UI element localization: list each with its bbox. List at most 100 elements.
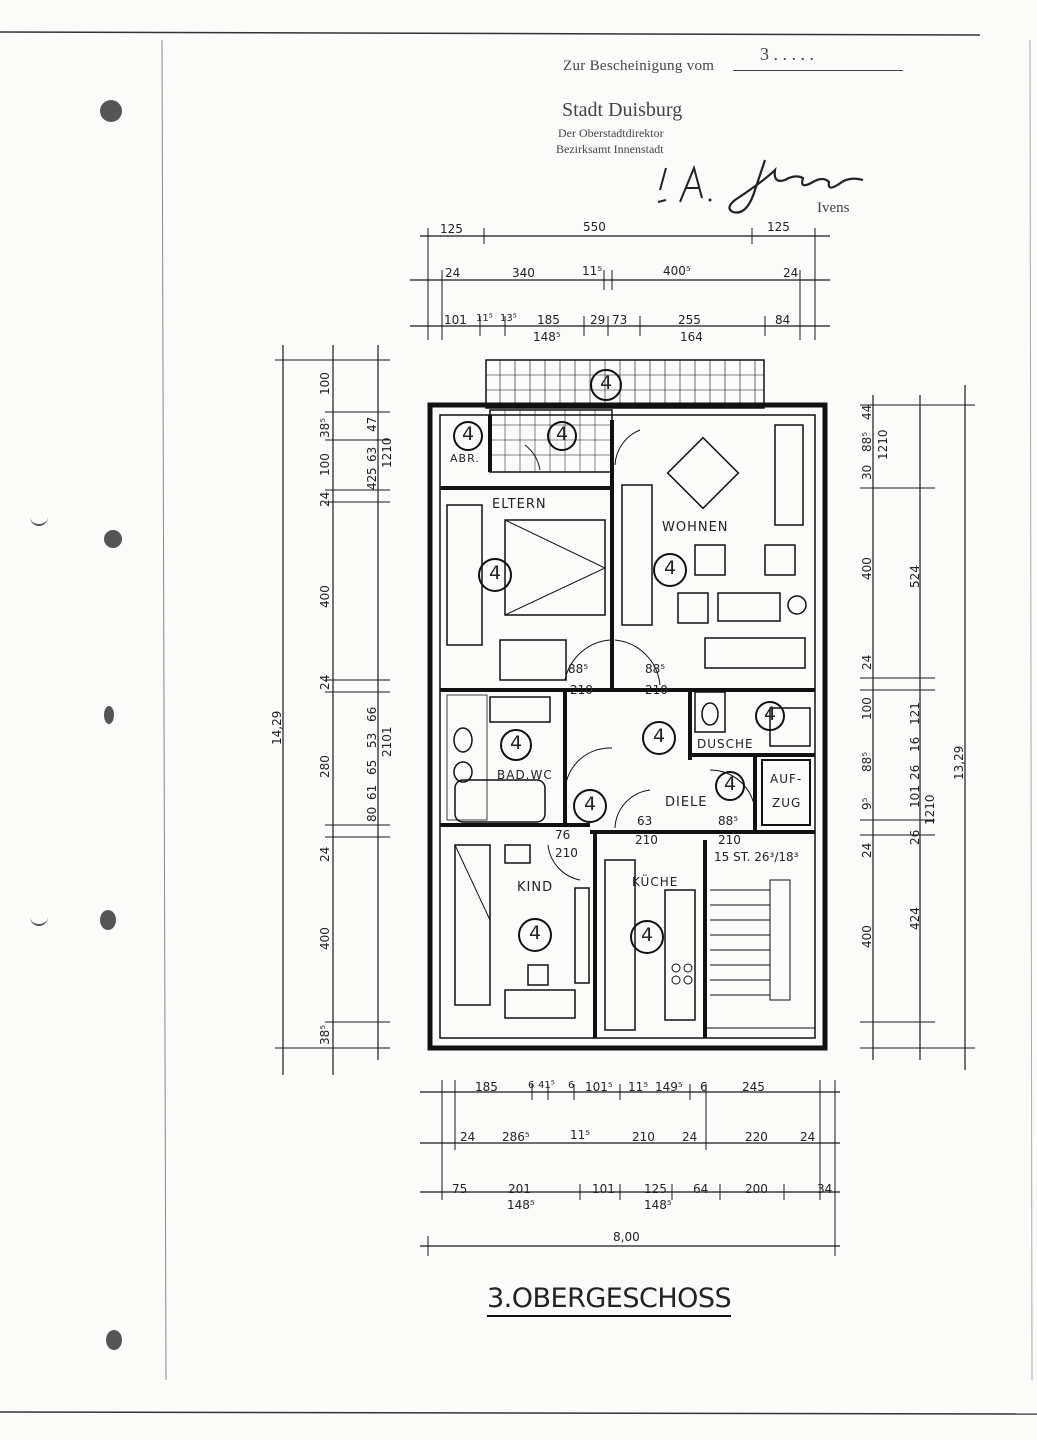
right-dim: 400 bbox=[860, 557, 874, 580]
room-label-aufzug: AUF- bbox=[770, 772, 803, 786]
unit-mark: 4 bbox=[509, 732, 523, 754]
approval-line bbox=[733, 70, 903, 71]
stamp-office: Der Oberstadtdirektor bbox=[558, 126, 664, 140]
left-dim: 400 bbox=[318, 927, 332, 950]
unit-mark: 4 bbox=[555, 423, 569, 445]
top-dim: 340 bbox=[512, 266, 535, 280]
door-dim: 76 bbox=[555, 828, 571, 842]
bottom-dim: 210 bbox=[632, 1130, 655, 1144]
right-dim: 88⁵ bbox=[860, 431, 874, 452]
bottom-dim: 75 bbox=[452, 1182, 468, 1196]
unit-mark: 4 bbox=[723, 773, 737, 795]
left-dim: 66 bbox=[365, 706, 379, 722]
bottom-dim: 11⁵ bbox=[570, 1128, 591, 1142]
stair-label: 15 ST. 26³/18³ bbox=[714, 850, 799, 864]
left-dim: 400 bbox=[318, 585, 332, 608]
right-dim: 121 bbox=[908, 702, 922, 725]
room-label-dusche: DUSCHE bbox=[697, 737, 754, 751]
top-dim: 73 bbox=[612, 313, 628, 327]
unit-mark: 4 bbox=[461, 423, 475, 445]
unit-mark: 4 bbox=[528, 922, 542, 944]
left-dim: 63 bbox=[365, 446, 379, 462]
right-dim: 30 bbox=[860, 464, 874, 480]
bottom-dim: 185 bbox=[475, 1080, 498, 1094]
top-dim: 11⁵ bbox=[476, 313, 493, 324]
bottom-dim: 286⁵ bbox=[502, 1130, 530, 1144]
bottom-dim: 125 bbox=[644, 1182, 667, 1196]
bottom-dim: 149⁵ bbox=[655, 1080, 683, 1094]
right-dim: 9⁵ bbox=[860, 797, 874, 810]
door-dim: 88⁵ bbox=[568, 662, 589, 676]
room-label-kind: KIND bbox=[517, 880, 554, 895]
top-dim: 400⁵ bbox=[663, 264, 691, 278]
left-dim: 100 bbox=[318, 372, 332, 395]
top-dim: 24 bbox=[783, 266, 799, 280]
door-dim: 210 bbox=[645, 683, 668, 697]
punch-hole-icon bbox=[100, 100, 122, 122]
signature-icon bbox=[657, 159, 864, 214]
bottom-dim: 6 bbox=[528, 1080, 535, 1091]
punch-hole-icon bbox=[106, 1330, 122, 1350]
bottom-dim: 6 bbox=[700, 1080, 708, 1094]
bottom-dim: 24 bbox=[460, 1130, 476, 1144]
left-dim: 24 bbox=[318, 846, 332, 862]
left-dim: 38⁵ bbox=[318, 417, 332, 438]
unit-mark: 4 bbox=[652, 725, 666, 747]
left-dim: 24 bbox=[318, 491, 332, 507]
left-dim: 47 bbox=[365, 416, 379, 432]
door-dim: 210 bbox=[555, 846, 578, 860]
punch-hole-icon bbox=[100, 910, 116, 930]
unit-mark: 4 bbox=[663, 557, 677, 579]
right-dim: 424 bbox=[908, 907, 922, 930]
room-label-kueche: KÜCHE bbox=[632, 875, 679, 889]
left-dim: 1210 bbox=[380, 437, 394, 468]
stamp-department: Bezirksamt Innenstadt bbox=[556, 142, 664, 156]
room-label-abr: ABR. bbox=[450, 452, 480, 465]
room-label-bad: BAD.WC bbox=[497, 768, 553, 782]
door-dim: 210 bbox=[635, 833, 658, 847]
room-label-aufzug-2: ZUG bbox=[772, 796, 802, 810]
right-dim: 100 bbox=[860, 697, 874, 720]
door-dim: 210 bbox=[718, 833, 741, 847]
signer-name: Ivens bbox=[817, 200, 850, 216]
bottom-dim: 148⁵ bbox=[507, 1198, 535, 1212]
left-dim-total: 14,29 bbox=[270, 710, 284, 745]
room-label-eltern: ELTERN bbox=[492, 497, 547, 512]
bottom-dim: 6 bbox=[568, 1080, 575, 1091]
door-dim: 88⁵ bbox=[645, 662, 666, 676]
top-dim: 29 bbox=[590, 313, 606, 327]
left-dim: 2101 bbox=[380, 726, 394, 757]
right-dim: 24 bbox=[860, 654, 874, 670]
left-dim: 100 bbox=[318, 453, 332, 476]
punch-hole-icon bbox=[104, 530, 122, 548]
right-dim-total: 13,29 bbox=[952, 745, 966, 780]
bottom-dim: 24 bbox=[800, 1130, 816, 1144]
margin-mark-icon bbox=[30, 512, 48, 526]
top-dim: 11⁵ bbox=[582, 264, 603, 278]
top-dim: 255 bbox=[678, 313, 701, 327]
bottom-dim: 148⁵ bbox=[644, 1198, 672, 1212]
floor-title: 3.OBERGESCHOSS bbox=[487, 1283, 732, 1317]
top-dim: 148⁵ bbox=[533, 330, 561, 344]
left-dim: 280 bbox=[318, 755, 332, 778]
punch-hole-icon bbox=[104, 706, 114, 724]
unit-mark: 4 bbox=[763, 703, 777, 725]
right-dim: 1210 bbox=[923, 794, 937, 825]
bottom-dim: 24 bbox=[682, 1130, 698, 1144]
unit-mark: 4 bbox=[599, 372, 613, 394]
door-dim: 63 bbox=[637, 814, 653, 828]
top-dim: 101 bbox=[444, 313, 467, 327]
left-dim: 24 bbox=[318, 674, 332, 690]
right-dim: 524 bbox=[908, 565, 922, 588]
top-dim: 164 bbox=[680, 330, 703, 344]
top-dim: 125 bbox=[440, 222, 463, 236]
door-dim: 88⁵ bbox=[718, 814, 739, 828]
bottom-dim: 101 bbox=[592, 1182, 615, 1196]
top-dim: 24 bbox=[445, 266, 461, 280]
right-dim: 26 bbox=[908, 829, 922, 845]
bottom-dim: 34 bbox=[817, 1182, 833, 1196]
margin-mark-icon bbox=[30, 912, 48, 926]
right-dim: 88⁵ bbox=[860, 751, 874, 772]
top-dim: 125 bbox=[767, 220, 790, 234]
